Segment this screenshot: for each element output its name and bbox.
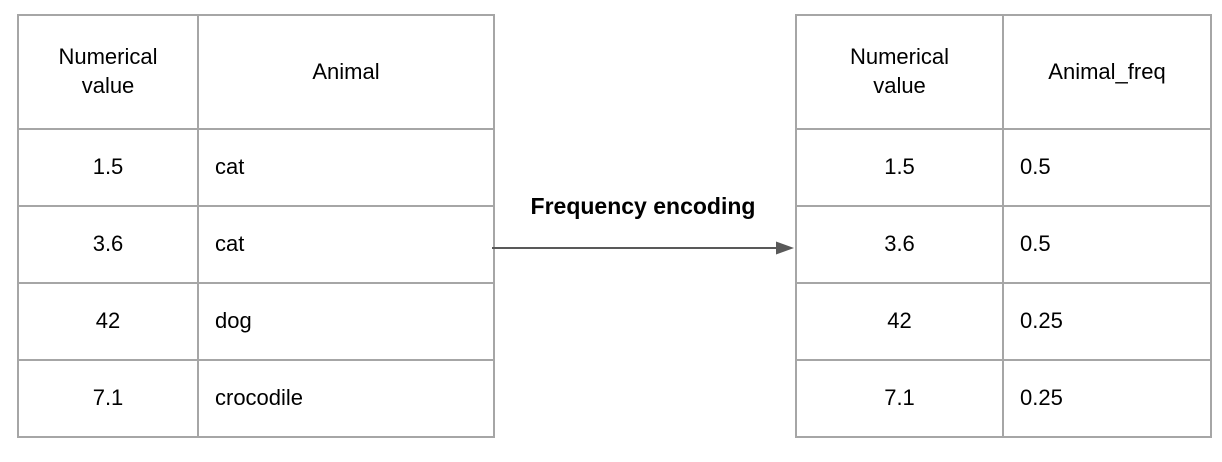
table-row: 3.6 cat <box>17 205 495 284</box>
table-row: 1.5 cat <box>17 128 495 207</box>
output-header-animal-freq: Animal_freq <box>1002 14 1212 130</box>
input-header-numerical-value: Numerical value <box>17 14 199 130</box>
output-cell-numerical-value: 7.1 <box>795 359 1004 438</box>
input-cell-numerical-value: 3.6 <box>17 205 199 284</box>
input-cell-animal: cat <box>197 128 495 207</box>
input-table-header-row: Numerical value Animal <box>17 14 495 130</box>
table-row: 7.1 0.25 <box>795 359 1212 438</box>
table-row: 3.6 0.5 <box>795 205 1212 284</box>
output-cell-animal-freq: 0.5 <box>1002 128 1212 207</box>
output-cell-animal-freq: 0.25 <box>1002 282 1212 361</box>
table-row: 42 dog <box>17 282 495 361</box>
input-cell-numerical-value: 42 <box>17 282 199 361</box>
input-cell-numerical-value: 1.5 <box>17 128 199 207</box>
table-row: 42 0.25 <box>795 282 1212 361</box>
input-table: Numerical value Animal 1.5 cat 3.6 cat 4… <box>17 14 495 438</box>
output-cell-numerical-value: 42 <box>795 282 1004 361</box>
arrow-head <box>776 241 794 255</box>
transformation-label: Frequency encoding <box>530 193 756 219</box>
table-row: 1.5 0.5 <box>795 128 1212 207</box>
output-cell-animal-freq: 0.5 <box>1002 205 1212 284</box>
input-cell-numerical-value: 7.1 <box>17 359 199 438</box>
input-header-animal: Animal <box>197 14 495 130</box>
output-cell-numerical-value: 3.6 <box>795 205 1004 284</box>
output-table: Numerical value Animal_freq 1.5 0.5 3.6 … <box>795 14 1212 438</box>
output-cell-animal-freq: 0.25 <box>1002 359 1212 438</box>
arrow-right-icon <box>492 241 794 255</box>
table-row: 7.1 crocodile <box>17 359 495 438</box>
output-table-header-row: Numerical value Animal_freq <box>795 14 1212 130</box>
input-cell-animal: crocodile <box>197 359 495 438</box>
output-header-numerical-value: Numerical value <box>795 14 1004 130</box>
input-cell-animal: dog <box>197 282 495 361</box>
input-cell-animal: cat <box>197 205 495 284</box>
output-cell-numerical-value: 1.5 <box>795 128 1004 207</box>
